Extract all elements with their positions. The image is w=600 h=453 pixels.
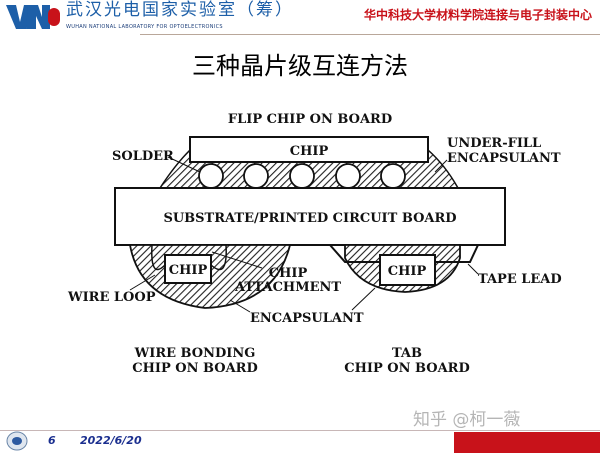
wire-bond-chip [164, 254, 212, 284]
solder-ball [380, 163, 406, 189]
wnlo-logo [6, 5, 60, 29]
solder-ball [289, 163, 315, 189]
flip-chip-title: FLIP CHIP ON BOARD [228, 112, 392, 127]
underfill-label-2: ENCAPSULANT [447, 151, 561, 166]
wire-loop-label: WIRE LOOP [67, 290, 156, 305]
tab-chip-label: CHIP [388, 264, 427, 279]
hust-logo [454, 432, 600, 453]
page-number: 6 [48, 434, 56, 447]
encapsulant-label: ENCAPSULANT [250, 311, 364, 326]
slide-title: 三种晶片级互连方法 [192, 52, 408, 80]
slide-date: 2022/6/20 [80, 434, 142, 447]
chip-attach-label-1: CHIP [269, 266, 308, 281]
watermark: 知乎 @柯一薇 [413, 410, 521, 430]
underfill-label-1: UNDER-FILL [447, 136, 541, 151]
solder-ball [335, 163, 361, 189]
tab-chip [379, 254, 436, 286]
flip-chip [189, 136, 429, 163]
chip-attach-label-2: ATTACHMENT [234, 280, 341, 295]
lab-name-cn: 武汉光电国家实验室（筹） [66, 0, 294, 20]
tab-caption-2: CHIP ON BOARD [344, 361, 469, 376]
footer-divider [0, 430, 600, 431]
solder-ball [198, 163, 224, 189]
wire-bonding-caption-1: WIRE BONDING [134, 346, 256, 361]
lab-name-en: WUHAN NATIONAL LABORATORY FOR OPTOELECTR… [66, 24, 223, 30]
header-divider [140, 34, 600, 35]
university-badge-icon [6, 431, 28, 451]
tape-lead-label: TAPE LEAD [478, 272, 562, 287]
department-name: 华中科技大学材料学院连接与电子封装中心 [363, 8, 592, 22]
solder-label: SOLDER [112, 149, 174, 164]
substrate-label: SUBSTRATE/PRINTED CIRCUIT BOARD [163, 211, 456, 226]
wire-bonding-caption-2: CHIP ON BOARD [132, 361, 257, 376]
tab-caption-1: TAB [392, 346, 422, 361]
solder-ball [243, 163, 269, 189]
substrate [114, 187, 506, 246]
interconnect-diagram: FLIP CHIP ON BOARD CHIP SOLDER UNDER-FIL… [67, 112, 562, 376]
flip-chip-label: CHIP [290, 144, 329, 159]
wire-bond-chip-label: CHIP [169, 263, 208, 278]
